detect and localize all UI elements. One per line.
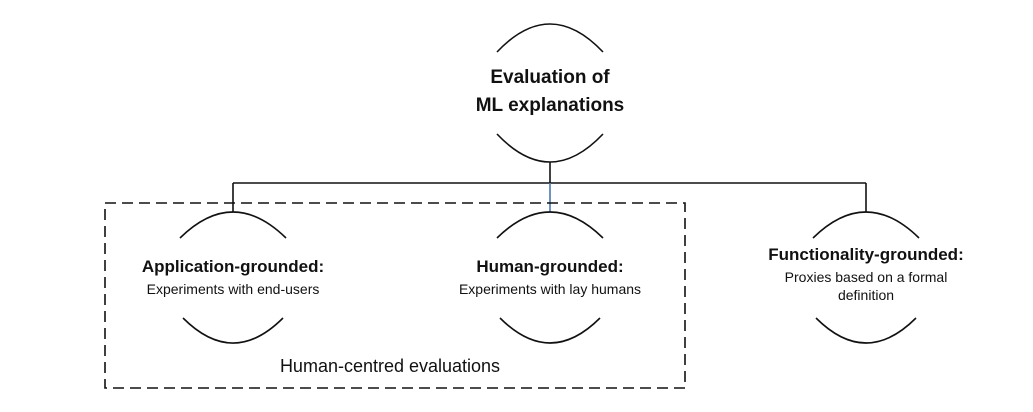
node-functionality-grounded: Functionality-grounded: Proxies based on… [741, 245, 991, 304]
node-human-title: Human-grounded: [476, 257, 624, 276]
human-centred-group-box [104, 202, 686, 389]
functionality-bottom-arc [815, 317, 917, 344]
root-node-title: Evaluation of ML explanations [450, 64, 650, 119]
application-top-arc [179, 211, 287, 239]
application-bottom-arc [182, 317, 284, 344]
root-top-arc [496, 23, 604, 53]
node-human-subtitle: Experiments with lay humans [458, 280, 642, 297]
node-application-subtitle: Experiments with end-users [146, 280, 320, 297]
node-functionality-subtitle: Proxies based on a formal definition [784, 268, 948, 303]
node-functionality-title: Functionality-grounded: [768, 245, 964, 264]
node-application-title: Application-grounded: [141, 257, 325, 276]
root-title-line2: ML explanations [475, 94, 625, 116]
functionality-top-arc [812, 211, 920, 239]
root-title-line1: Evaluation of [490, 67, 610, 88]
node-application-grounded: Application-grounded: Experiments with e… [113, 257, 353, 298]
node-human-grounded: Human-grounded: Experiments with lay hum… [430, 257, 670, 298]
root-bottom-arc [496, 133, 604, 163]
human-top-arc [496, 211, 604, 239]
human-bottom-arc [499, 317, 601, 344]
group-label-human-centred: Human-centred evaluations [279, 356, 501, 376]
